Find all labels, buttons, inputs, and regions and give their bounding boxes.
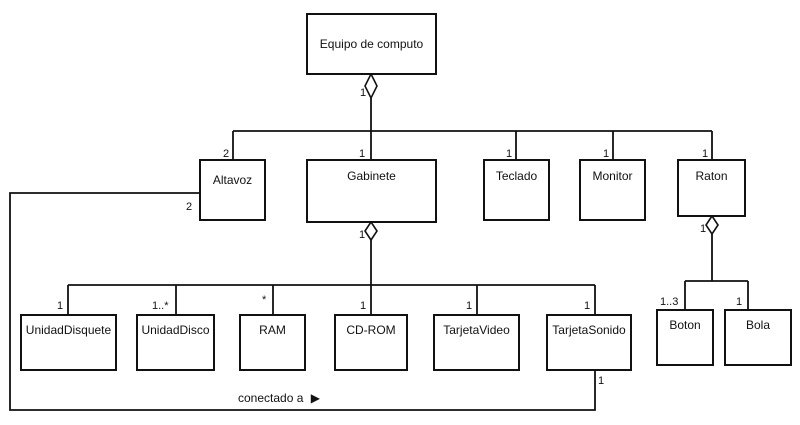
mult-ram-part: * — [262, 294, 267, 306]
class-bola[interactable]: Bola — [724, 309, 792, 366]
association-direction-arrow-icon: ▶ — [311, 391, 321, 405]
class-cdrom-label: CD-ROM — [346, 323, 395, 337]
mult-boton-part: 1..3 — [660, 296, 678, 308]
mult-unidad-disquete-part: 1 — [57, 300, 63, 312]
class-unidad-disco[interactable]: UnidadDisco — [136, 314, 215, 371]
mult-gabinete-whole: 1 — [359, 229, 365, 241]
mult-equipo-whole: 1 — [360, 87, 366, 99]
class-ram[interactable]: RAM — [239, 314, 306, 371]
class-boton[interactable]: Boton — [656, 309, 714, 366]
mult-tarjeta-sonido-assoc: 1 — [598, 375, 604, 387]
mult-raton-whole: 1 — [700, 223, 706, 235]
class-ram-label: RAM — [259, 323, 286, 337]
conectado-a-association-line — [9, 192, 596, 411]
class-tarjeta-video-label: TarjetaVideo — [443, 323, 510, 337]
class-tarjeta-sonido[interactable]: TarjetaSonido — [546, 314, 632, 371]
class-unidad-disco-label: UnidadDisco — [141, 323, 209, 337]
association-label-text: conectado a — [238, 391, 304, 405]
class-altavoz[interactable]: Altavoz — [199, 159, 266, 221]
mult-unidad-disco-part: 1..* — [152, 300, 169, 312]
class-monitor[interactable]: Monitor — [579, 159, 646, 221]
class-equipo-label: Equipo de computo — [320, 37, 424, 51]
association-label: conectado a ▶ — [238, 391, 321, 405]
class-equipo-de-computo[interactable]: Equipo de computo — [306, 13, 437, 75]
class-cd-rom[interactable]: CD-ROM — [334, 314, 408, 371]
mult-tarjeta-sonido-part: 1 — [584, 300, 590, 312]
class-boton-label: Boton — [669, 318, 700, 332]
class-teclado[interactable]: Teclado — [483, 159, 550, 221]
equipo-aggregation-diamond — [364, 72, 378, 100]
mult-altavoz-assoc: 2 — [186, 201, 192, 213]
class-altavoz-label: Altavoz — [213, 173, 252, 187]
mult-teclado-part: 1 — [506, 148, 512, 160]
class-teclado-label: Teclado — [496, 169, 538, 183]
mult-monitor-part: 1 — [603, 148, 609, 160]
class-tarjeta-sonido-label: TarjetaSonido — [552, 323, 626, 337]
connectors — [9, 98, 749, 411]
class-bola-label: Bola — [746, 318, 770, 332]
raton-aggregation-diamond — [705, 214, 719, 236]
class-raton-label: Raton — [695, 169, 727, 183]
mult-gabinete-part: 1 — [359, 148, 365, 160]
mult-bola-part: 1 — [736, 296, 742, 308]
class-unidad-disquete[interactable]: UnidadDisquete — [20, 314, 117, 371]
class-gabinete-label: Gabinete — [347, 169, 396, 183]
class-raton[interactable]: Raton — [677, 159, 746, 217]
mult-cdrom-part: 1 — [360, 300, 366, 312]
class-unidad-disquete-label: UnidadDisquete — [26, 323, 112, 337]
multiplicity-labels: 1 2 1 1 1 1 1 1 1 1..* * 1 1 1 1..3 1 2 … — [57, 87, 742, 387]
mult-raton-part: 1 — [702, 148, 708, 160]
mult-altavoz-part: 2 — [223, 148, 229, 160]
class-monitor-label: Monitor — [592, 169, 632, 183]
mult-tarjeta-video-part: 1 — [466, 300, 472, 312]
class-tarjeta-video[interactable]: TarjetaVideo — [433, 314, 520, 371]
gabinete-aggregation-diamond — [364, 220, 378, 242]
class-gabinete[interactable]: Gabinete — [306, 159, 437, 223]
